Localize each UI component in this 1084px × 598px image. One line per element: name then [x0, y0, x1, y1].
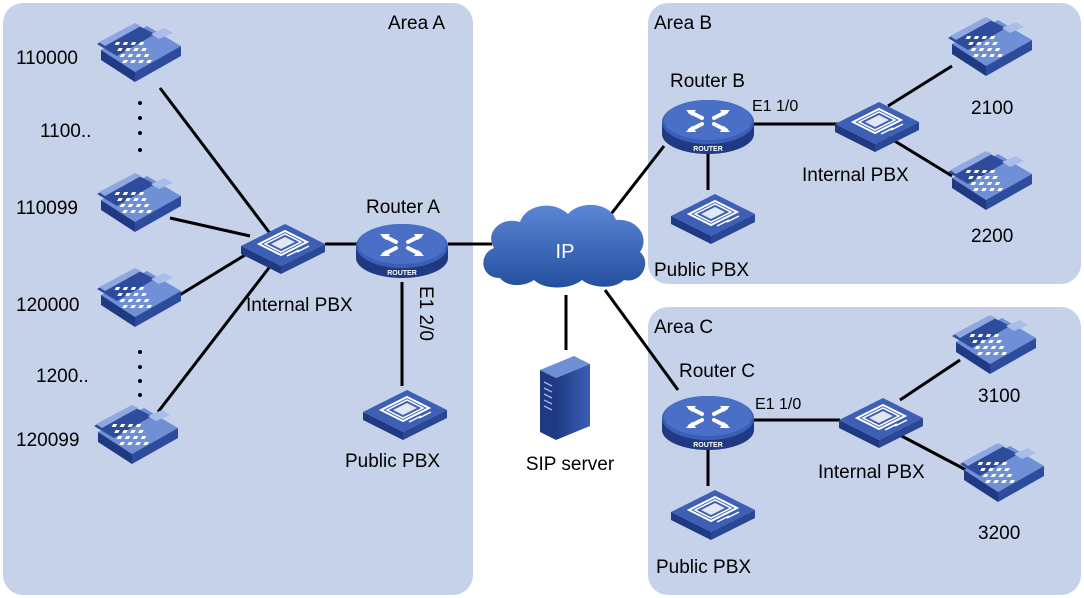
phone-number-label: 120000 — [16, 295, 79, 316]
phone-number-label: 3100 — [978, 386, 1020, 407]
link-phone-120000 — [177, 250, 251, 298]
internal-pbx-label: Internal PBX — [802, 165, 909, 186]
router-badge: ROUTER — [387, 270, 417, 277]
cloud-label: IP — [556, 241, 575, 263]
area-c: ROUTER Router C E1 1/0 Internal PBX Publ… — [656, 315, 1044, 578]
phone-number-label: 2100 — [971, 98, 1013, 119]
public-pbx-label: Public PBX — [345, 451, 440, 472]
interface-label: E1 1/0 — [755, 396, 801, 413]
public-pbx-label: Public PBX — [654, 260, 749, 281]
router-badge: ROUTER — [693, 442, 723, 449]
phone-number-label: 2200 — [971, 226, 1013, 247]
area-c-region — [648, 307, 1081, 595]
link-cloud-router-b — [606, 145, 666, 219]
internal-pbx-label: Internal PBX — [818, 462, 925, 483]
router-label: Router B — [670, 71, 745, 92]
links — [156, 64, 971, 486]
link-cloud-router-c — [603, 289, 680, 391]
phone-number-label: 110000 — [16, 48, 78, 69]
link-phone-110000 — [158, 87, 274, 237]
server-icon — [539, 355, 591, 441]
link-pbx-b-2100 — [887, 64, 953, 108]
phone-number-label: 3200 — [978, 523, 1020, 544]
area-b: ROUTER Router B E1 1/0 Internal PBX Publ… — [654, 17, 1032, 281]
interface-label: E1 1/0 — [752, 98, 798, 115]
router-label: Router C — [679, 361, 755, 382]
area-a: 110000 1100.. 110099 120000 1200.. 12009… — [16, 23, 450, 472]
phone-range-label: 1100.. — [40, 121, 91, 142]
router-badge: ROUTER — [693, 146, 723, 153]
public-pbx-label: Public PBX — [656, 557, 751, 578]
sip-server-label: SIP server — [526, 454, 615, 475]
phone-number-label: 110099 — [16, 198, 78, 219]
link-pbx-c-3100 — [899, 358, 961, 402]
ip-cloud: IP — [483, 204, 646, 288]
area-a-title: Area A — [388, 13, 445, 34]
phone-range-label: 1200.. — [36, 366, 89, 387]
sip-server: SIP server — [526, 355, 615, 475]
interface-label: E1 2/0 — [415, 286, 436, 341]
link-pbx-c-3200 — [893, 430, 971, 474]
ellipsis-dots-lower — [138, 350, 142, 397]
ellipsis-dots-upper — [138, 101, 142, 152]
link-phone-120099 — [156, 259, 277, 413]
internal-pbx-label: Internal PBX — [246, 295, 353, 316]
area-b-title: Area B — [654, 13, 712, 34]
router-label: Router A — [366, 197, 440, 218]
area-c-title: Area C — [654, 317, 713, 338]
link-phone-110099 — [169, 216, 251, 238]
phone-number-label: 120099 — [16, 430, 79, 451]
